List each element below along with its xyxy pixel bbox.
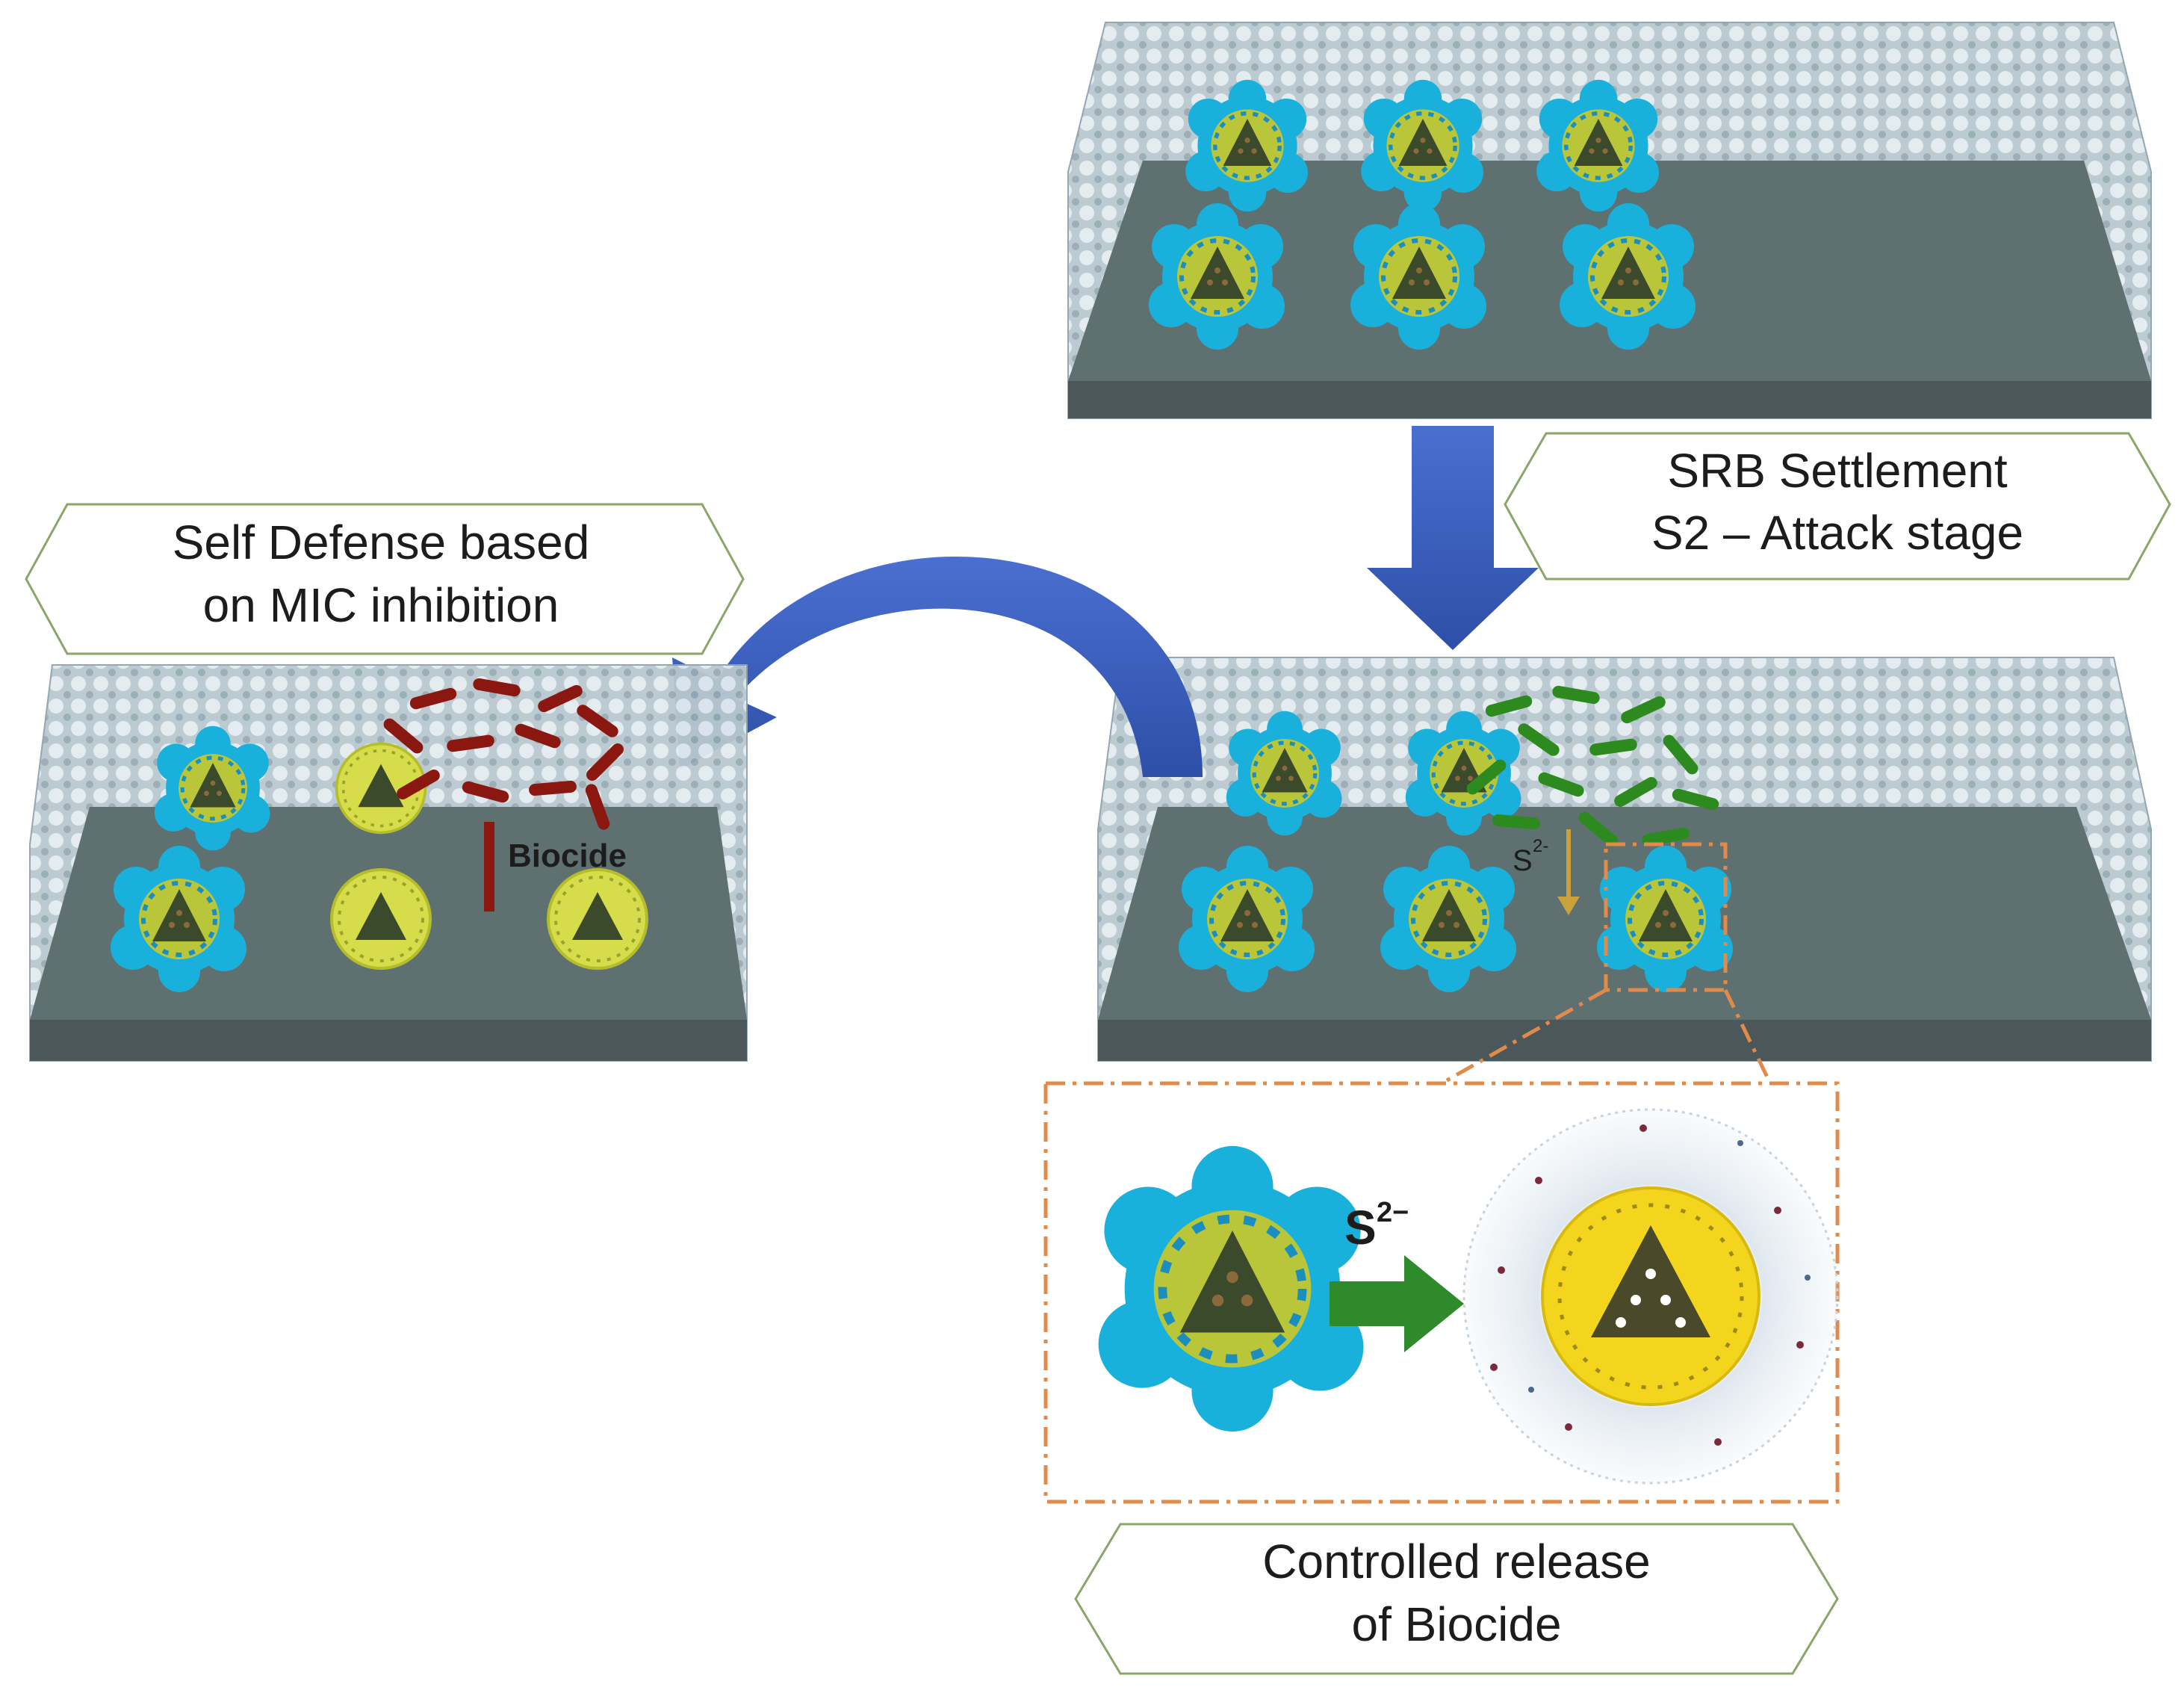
- zoom-inset: S 2−: [1043, 1081, 1840, 1504]
- down-arrow-icon: [1367, 426, 1539, 650]
- settlement-line-2: S2 – Attack stage: [1651, 506, 2023, 560]
- panel-self-defense: Biocide: [29, 664, 748, 1062]
- curved-arrow-icon: [672, 556, 1203, 777]
- sulfide-release-arrow: S 2-: [1513, 829, 1580, 915]
- zoom-highlight-box: [1604, 842, 1728, 992]
- sulfide-small-sup: 2-: [1533, 836, 1548, 856]
- sulfide-small-label: S: [1513, 844, 1533, 877]
- sulfide-label: S: [1344, 1201, 1377, 1254]
- settlement-line-1: SRB Settlement: [1667, 444, 2008, 498]
- release-arrow-icon: S 2−: [1330, 1197, 1464, 1352]
- defense-line-2: on MIC inhibition: [203, 578, 559, 632]
- release-line-1: Controlled release: [1262, 1535, 1650, 1588]
- panel-attack-stage: S 2-: [1097, 657, 2152, 1062]
- nanocontainer-array: [1149, 80, 1696, 350]
- biocide-tag: Biocide: [508, 838, 627, 874]
- panel-initial-coating: [1067, 22, 2152, 419]
- label-self-defense: Self Defense based on MIC inhibition: [25, 503, 745, 655]
- label-controlled-release: Controlled release of Biocide: [1074, 1523, 1839, 1675]
- biocide-marker: [484, 822, 494, 912]
- defense-line-1: Self Defense based: [173, 516, 590, 569]
- sulfide-superscript: 2−: [1377, 1197, 1409, 1228]
- zoom-connector: [1440, 988, 1772, 1086]
- released-container: [1462, 1108, 1839, 1485]
- label-srb-settlement: SRB Settlement S2 – Attack stage: [1504, 432, 2171, 581]
- release-line-2: of Biocide: [1351, 1597, 1561, 1651]
